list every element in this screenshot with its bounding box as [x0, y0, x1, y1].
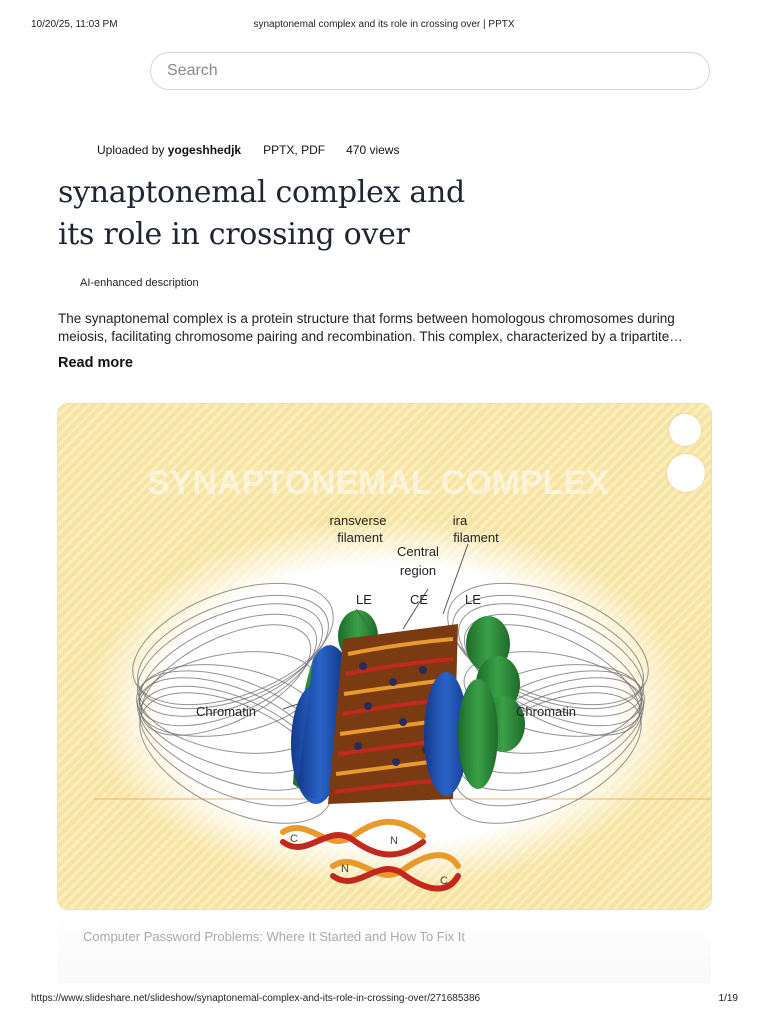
slide-control-button-1[interactable] [669, 414, 701, 446]
label-transverse-right: ira [453, 513, 468, 528]
label-transverse-left: ransverse [329, 513, 386, 528]
read-more-link[interactable]: Read more [58, 355, 133, 371]
label-c-2: C [440, 875, 448, 887]
label-chromatin-right: Chromatin [516, 704, 576, 719]
label-filament-right: filament [453, 530, 499, 545]
slide-illustration: SYNAPTONEMAL COMPLEX [88, 464, 711, 892]
slide-control-button-2[interactable] [667, 454, 705, 492]
synaptonemal-complex-block [291, 610, 525, 804]
label-c-1: C [290, 833, 298, 845]
print-url: https://www.slideshare.net/slideshow/syn… [31, 993, 481, 1004]
label-chromatin-left: Chromatin [196, 704, 256, 719]
related-article-link[interactable]: Computer Password Problems: Where It Sta… [83, 929, 465, 944]
label-le-right: LE [465, 592, 481, 607]
title-line-1: synaptonemal complex and [58, 175, 465, 210]
uploaded-by-label: Uploaded by [97, 143, 168, 157]
label-n-2: N [341, 863, 349, 875]
title-line-2: its role in crossing over [58, 217, 410, 252]
dna-helices [280, 818, 461, 892]
slide-viewer[interactable]: SYNAPTONEMAL COMPLEX [58, 404, 711, 909]
uploader-name[interactable]: yogeshhedjk [167, 143, 242, 157]
search-bar[interactable] [150, 52, 710, 90]
view-count: 470 views [346, 143, 400, 157]
label-leaders [282, 543, 519, 710]
label-ce: CE [410, 592, 428, 607]
chromatin-loops-left [132, 582, 334, 824]
ai-description-label: AI-enhanced description [80, 277, 199, 289]
print-page-number: 1/19 [718, 993, 738, 1004]
print-doc-title: synaptonemal complex and its role in cro… [253, 19, 515, 30]
search-input[interactable] [165, 61, 695, 81]
label-le-left: LE [356, 592, 372, 607]
label-n-1: N [390, 835, 398, 847]
uploader-info: Uploaded by yogeshhedjk [97, 143, 241, 157]
page-title: synaptonemal complex and its role in cro… [58, 172, 538, 256]
label-central: Central [397, 544, 439, 559]
label-filament-left: filament [337, 530, 383, 545]
related-content: Computer Password Problems: Where It Sta… [58, 913, 711, 983]
label-region: region [400, 563, 436, 578]
print-datetime: 10/20/25, 11:03 PM [31, 19, 118, 30]
file-formats: PPTX, PDF [263, 143, 326, 157]
slide-heading: SYNAPTONEMAL COMPLEX [147, 464, 609, 502]
document-meta: Uploaded by yogeshhedjk PPTX, PDF 470 vi… [97, 143, 399, 157]
description-text: The synaptonemal complex is a protein st… [58, 311, 683, 344]
